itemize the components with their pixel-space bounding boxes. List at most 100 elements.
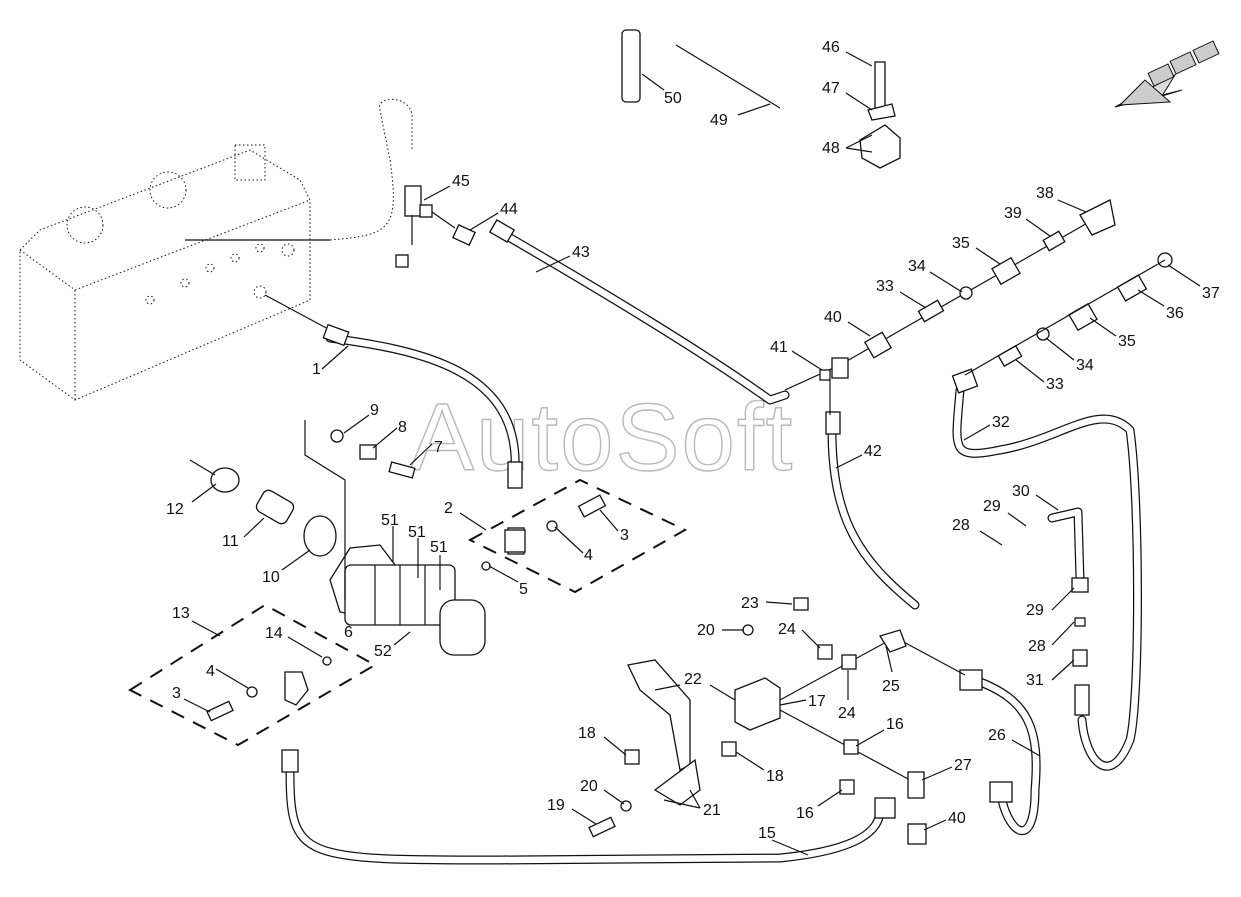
callout-45: 45 xyxy=(423,173,470,201)
svg-text:52: 52 xyxy=(374,643,392,660)
callout-3: 3 xyxy=(599,509,629,544)
callout-13: 13 xyxy=(172,605,221,637)
callout-33b: 33 xyxy=(1015,359,1064,393)
callout-18a: 18 xyxy=(578,725,627,756)
svg-text:51: 51 xyxy=(430,539,448,556)
callout-10: 10 xyxy=(262,549,311,586)
hose-43 xyxy=(431,211,790,405)
callout-16a: 16 xyxy=(855,716,904,747)
callout-8: 8 xyxy=(372,419,407,449)
svg-text:50: 50 xyxy=(664,90,682,107)
dashed-group-13 xyxy=(127,603,378,747)
callout-28b: 28 xyxy=(1028,621,1075,655)
callout-51c: 51 xyxy=(430,539,448,590)
hose-32 xyxy=(951,368,1142,771)
callout-36: 36 xyxy=(1137,289,1184,322)
callout-18b: 18 xyxy=(735,751,784,785)
svg-text:14: 14 xyxy=(265,625,283,642)
svg-text:36: 36 xyxy=(1166,305,1184,322)
svg-text:44: 44 xyxy=(500,201,518,218)
callout-27: 27 xyxy=(921,757,972,781)
callout-20b: 20 xyxy=(697,622,744,639)
svg-text:48: 48 xyxy=(822,140,840,157)
callout-11: 11 xyxy=(222,517,265,550)
callout-3b: 3 xyxy=(172,685,211,713)
svg-text:29: 29 xyxy=(1026,602,1044,619)
callout-35a: 35 xyxy=(952,235,1001,265)
svg-text:9: 9 xyxy=(370,402,379,419)
svg-text:33: 33 xyxy=(1046,376,1064,393)
svg-text:38: 38 xyxy=(1036,185,1054,202)
svg-text:37: 37 xyxy=(1202,285,1220,302)
callout-26: 26 xyxy=(988,727,1041,757)
svg-text:7: 7 xyxy=(434,439,443,456)
direction-arrow-icon xyxy=(1114,40,1220,108)
callout-47: 47 xyxy=(822,80,873,111)
callout-38: 38 xyxy=(1036,185,1087,213)
callout-22: 22 xyxy=(654,671,702,691)
callout-30: 30 xyxy=(1012,483,1059,511)
hose-26 xyxy=(899,639,1041,836)
svg-text:19: 19 xyxy=(547,797,565,814)
svg-text:42: 42 xyxy=(864,443,882,460)
svg-text:20: 20 xyxy=(697,622,715,639)
svg-text:12: 12 xyxy=(166,501,184,518)
svg-text:3: 3 xyxy=(620,527,629,544)
svg-text:41: 41 xyxy=(770,339,788,356)
callout-20a: 20 xyxy=(580,778,625,805)
svg-text:35: 35 xyxy=(1118,333,1136,350)
svg-text:30: 30 xyxy=(1012,483,1030,500)
svg-text:24: 24 xyxy=(778,621,796,638)
svg-text:24: 24 xyxy=(838,705,856,722)
watermark: AutoSoft xyxy=(410,384,794,491)
tee-fitting-45 xyxy=(185,185,433,268)
svg-text:5: 5 xyxy=(519,581,528,598)
pipe-30 xyxy=(1047,507,1089,667)
svg-text:3: 3 xyxy=(172,685,181,702)
callout-32: 32 xyxy=(963,414,1010,441)
svg-text:13: 13 xyxy=(172,605,190,622)
svg-text:39: 39 xyxy=(1004,205,1022,222)
svg-text:17: 17 xyxy=(808,693,826,710)
callout-23: 23 xyxy=(741,595,793,612)
valve-block-17 xyxy=(588,597,927,845)
callout-28a: 28 xyxy=(952,517,1003,546)
svg-text:28: 28 xyxy=(952,517,970,534)
callout-5: 5 xyxy=(488,565,528,598)
callout-33a: 33 xyxy=(876,278,927,309)
svg-text:49: 49 xyxy=(710,112,728,129)
svg-text:4: 4 xyxy=(584,547,593,564)
svg-text:20: 20 xyxy=(580,778,598,795)
callout-6: 6 xyxy=(344,624,353,641)
callout-44: 44 xyxy=(469,201,518,231)
svg-text:16: 16 xyxy=(796,805,814,822)
callout-51a: 51 xyxy=(381,512,399,562)
hose-15 xyxy=(281,749,896,865)
callout-21: 21 xyxy=(663,789,721,819)
hose-1 xyxy=(264,294,525,555)
callout-43: 43 xyxy=(535,244,590,273)
svg-text:10: 10 xyxy=(262,569,280,586)
hose-42 xyxy=(825,411,920,610)
callout-40a: 40 xyxy=(824,309,871,337)
svg-text:2: 2 xyxy=(444,500,453,517)
dashed-group-2 xyxy=(467,478,688,594)
callout-35b: 35 xyxy=(1089,317,1136,350)
svg-text:29: 29 xyxy=(983,498,1001,515)
svg-text:46: 46 xyxy=(822,39,840,56)
hydraulic-pump xyxy=(304,420,486,656)
svg-text:22: 22 xyxy=(684,671,702,688)
callout-16b: 16 xyxy=(796,789,843,822)
callout-9: 9 xyxy=(343,402,379,434)
callout-4: 4 xyxy=(554,526,593,564)
svg-text:51: 51 xyxy=(381,512,399,529)
callout-31: 31 xyxy=(1026,659,1075,689)
callout-19: 19 xyxy=(547,797,597,825)
svg-text:40: 40 xyxy=(948,810,966,827)
callout-37: 37 xyxy=(1167,264,1220,302)
callout-29b: 29 xyxy=(1026,587,1075,619)
svg-text:18: 18 xyxy=(578,725,596,742)
svg-text:16: 16 xyxy=(886,716,904,733)
svg-text:1: 1 xyxy=(312,361,321,378)
callout-24a: 24 xyxy=(778,621,821,649)
